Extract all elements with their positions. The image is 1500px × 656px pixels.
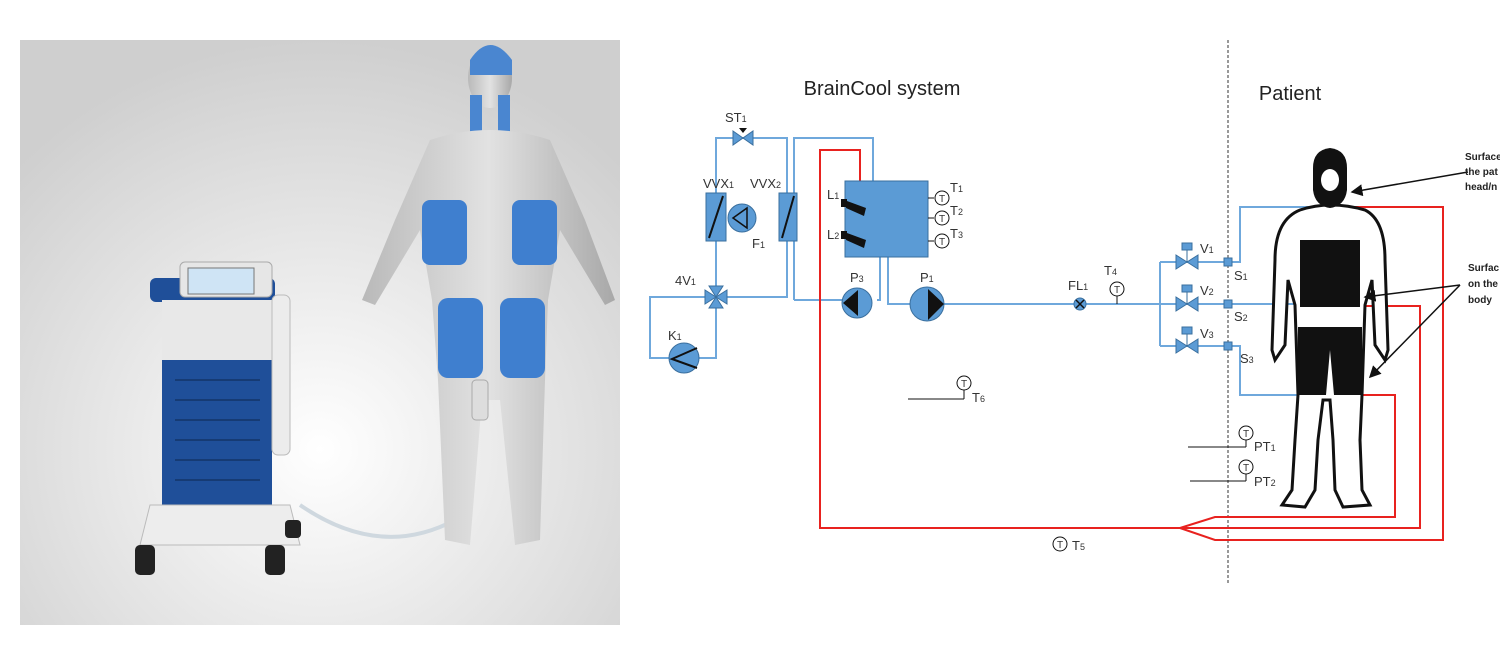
k1-compressor — [668, 342, 700, 374]
pt2-label: PT2 — [1254, 474, 1276, 489]
f1-label: F1 — [752, 236, 765, 251]
l2-label: L2 — [827, 227, 839, 242]
product-photo — [20, 40, 620, 625]
svg-text:T: T — [1114, 285, 1120, 296]
v1-label: V1 — [1200, 241, 1214, 256]
s1-label: S1 — [1234, 268, 1248, 283]
st1-label: ST1 — [725, 110, 747, 125]
pt1-label: PT1 — [1254, 439, 1276, 454]
svg-text:body: body — [1468, 295, 1492, 306]
svg-text:T: T — [939, 237, 945, 248]
p1-label: P1 — [920, 270, 934, 285]
svg-text:T: T — [1243, 429, 1249, 440]
pt2-patient-sensor: T — [1190, 459, 1254, 482]
s2-connector — [1223, 299, 1233, 309]
t5-label: T5 — [1072, 538, 1085, 553]
s3-label: S3 — [1240, 351, 1254, 366]
l2-level-sensor — [841, 231, 866, 248]
k1-label: K1 — [668, 328, 682, 343]
s3-connector — [1223, 341, 1233, 351]
v1-valve — [1175, 242, 1199, 270]
p3-label: P3 — [850, 270, 864, 285]
svg-text:T: T — [961, 379, 967, 390]
svg-text:on the: on the — [1468, 279, 1498, 290]
svg-text:T: T — [939, 214, 945, 225]
v2-label: V2 — [1200, 283, 1214, 298]
coolant-tank — [844, 180, 929, 258]
v3-valve — [1175, 326, 1199, 354]
body-annotation: Surfac on the body — [1363, 263, 1500, 379]
t3-label: T3 — [950, 226, 963, 241]
s2-label: S2 — [1234, 309, 1248, 324]
svg-text:T: T — [939, 194, 945, 205]
l1-label: L1 — [827, 187, 839, 202]
t1-sensor: T — [928, 190, 950, 206]
svg-text:Surface: Surface — [1465, 152, 1500, 163]
vvx1-heat-exchanger — [705, 192, 727, 242]
four-way-valve — [704, 285, 728, 309]
pt1-patient-sensor: T — [1188, 425, 1254, 448]
t4-sensor: T — [1109, 281, 1125, 304]
human-model — [362, 45, 615, 545]
p1-pump — [909, 286, 945, 322]
patient-figure — [1270, 148, 1390, 509]
head-annotation: Surface the pat head/n — [1350, 152, 1500, 197]
t1-label: T1 — [950, 180, 963, 195]
vvx2-heat-exchanger — [778, 192, 798, 242]
vvx1-label: VVX1 — [703, 176, 734, 191]
l1-level-sensor — [841, 199, 866, 216]
warm-circuit-lines — [819, 149, 1444, 541]
f1-fan — [727, 203, 757, 233]
4v1-label: 4V1 — [675, 273, 696, 288]
braincool-device — [135, 261, 301, 575]
svg-text:T: T — [1243, 463, 1249, 474]
p3-pump — [841, 287, 873, 319]
s1-connector — [1223, 257, 1233, 267]
t3-sensor: T — [928, 233, 950, 249]
t6-ambient-sensor: T — [908, 375, 972, 400]
t2-sensor: T — [928, 210, 950, 226]
vvx2-label: VVX2 — [750, 176, 781, 191]
svg-text:Surfac: Surfac — [1468, 263, 1500, 274]
svg-text:the pat: the pat — [1465, 167, 1498, 178]
t4-label: T4 — [1104, 263, 1117, 278]
fl1-flow-meter — [1073, 297, 1087, 311]
t5-sensor: T — [1052, 536, 1068, 552]
t2-label: T2 — [950, 203, 963, 218]
fl1-label: FL1 — [1068, 278, 1088, 293]
v3-label: V3 — [1200, 326, 1214, 341]
svg-text:head/n: head/n — [1465, 182, 1497, 193]
svg-text:T: T — [1057, 540, 1063, 551]
t6-label: T6 — [972, 390, 985, 405]
st1-valve — [732, 128, 754, 146]
patient-label: Patient — [1259, 83, 1322, 105]
v2-valve — [1175, 284, 1199, 312]
diagram-title: BrainCool system — [804, 78, 961, 100]
